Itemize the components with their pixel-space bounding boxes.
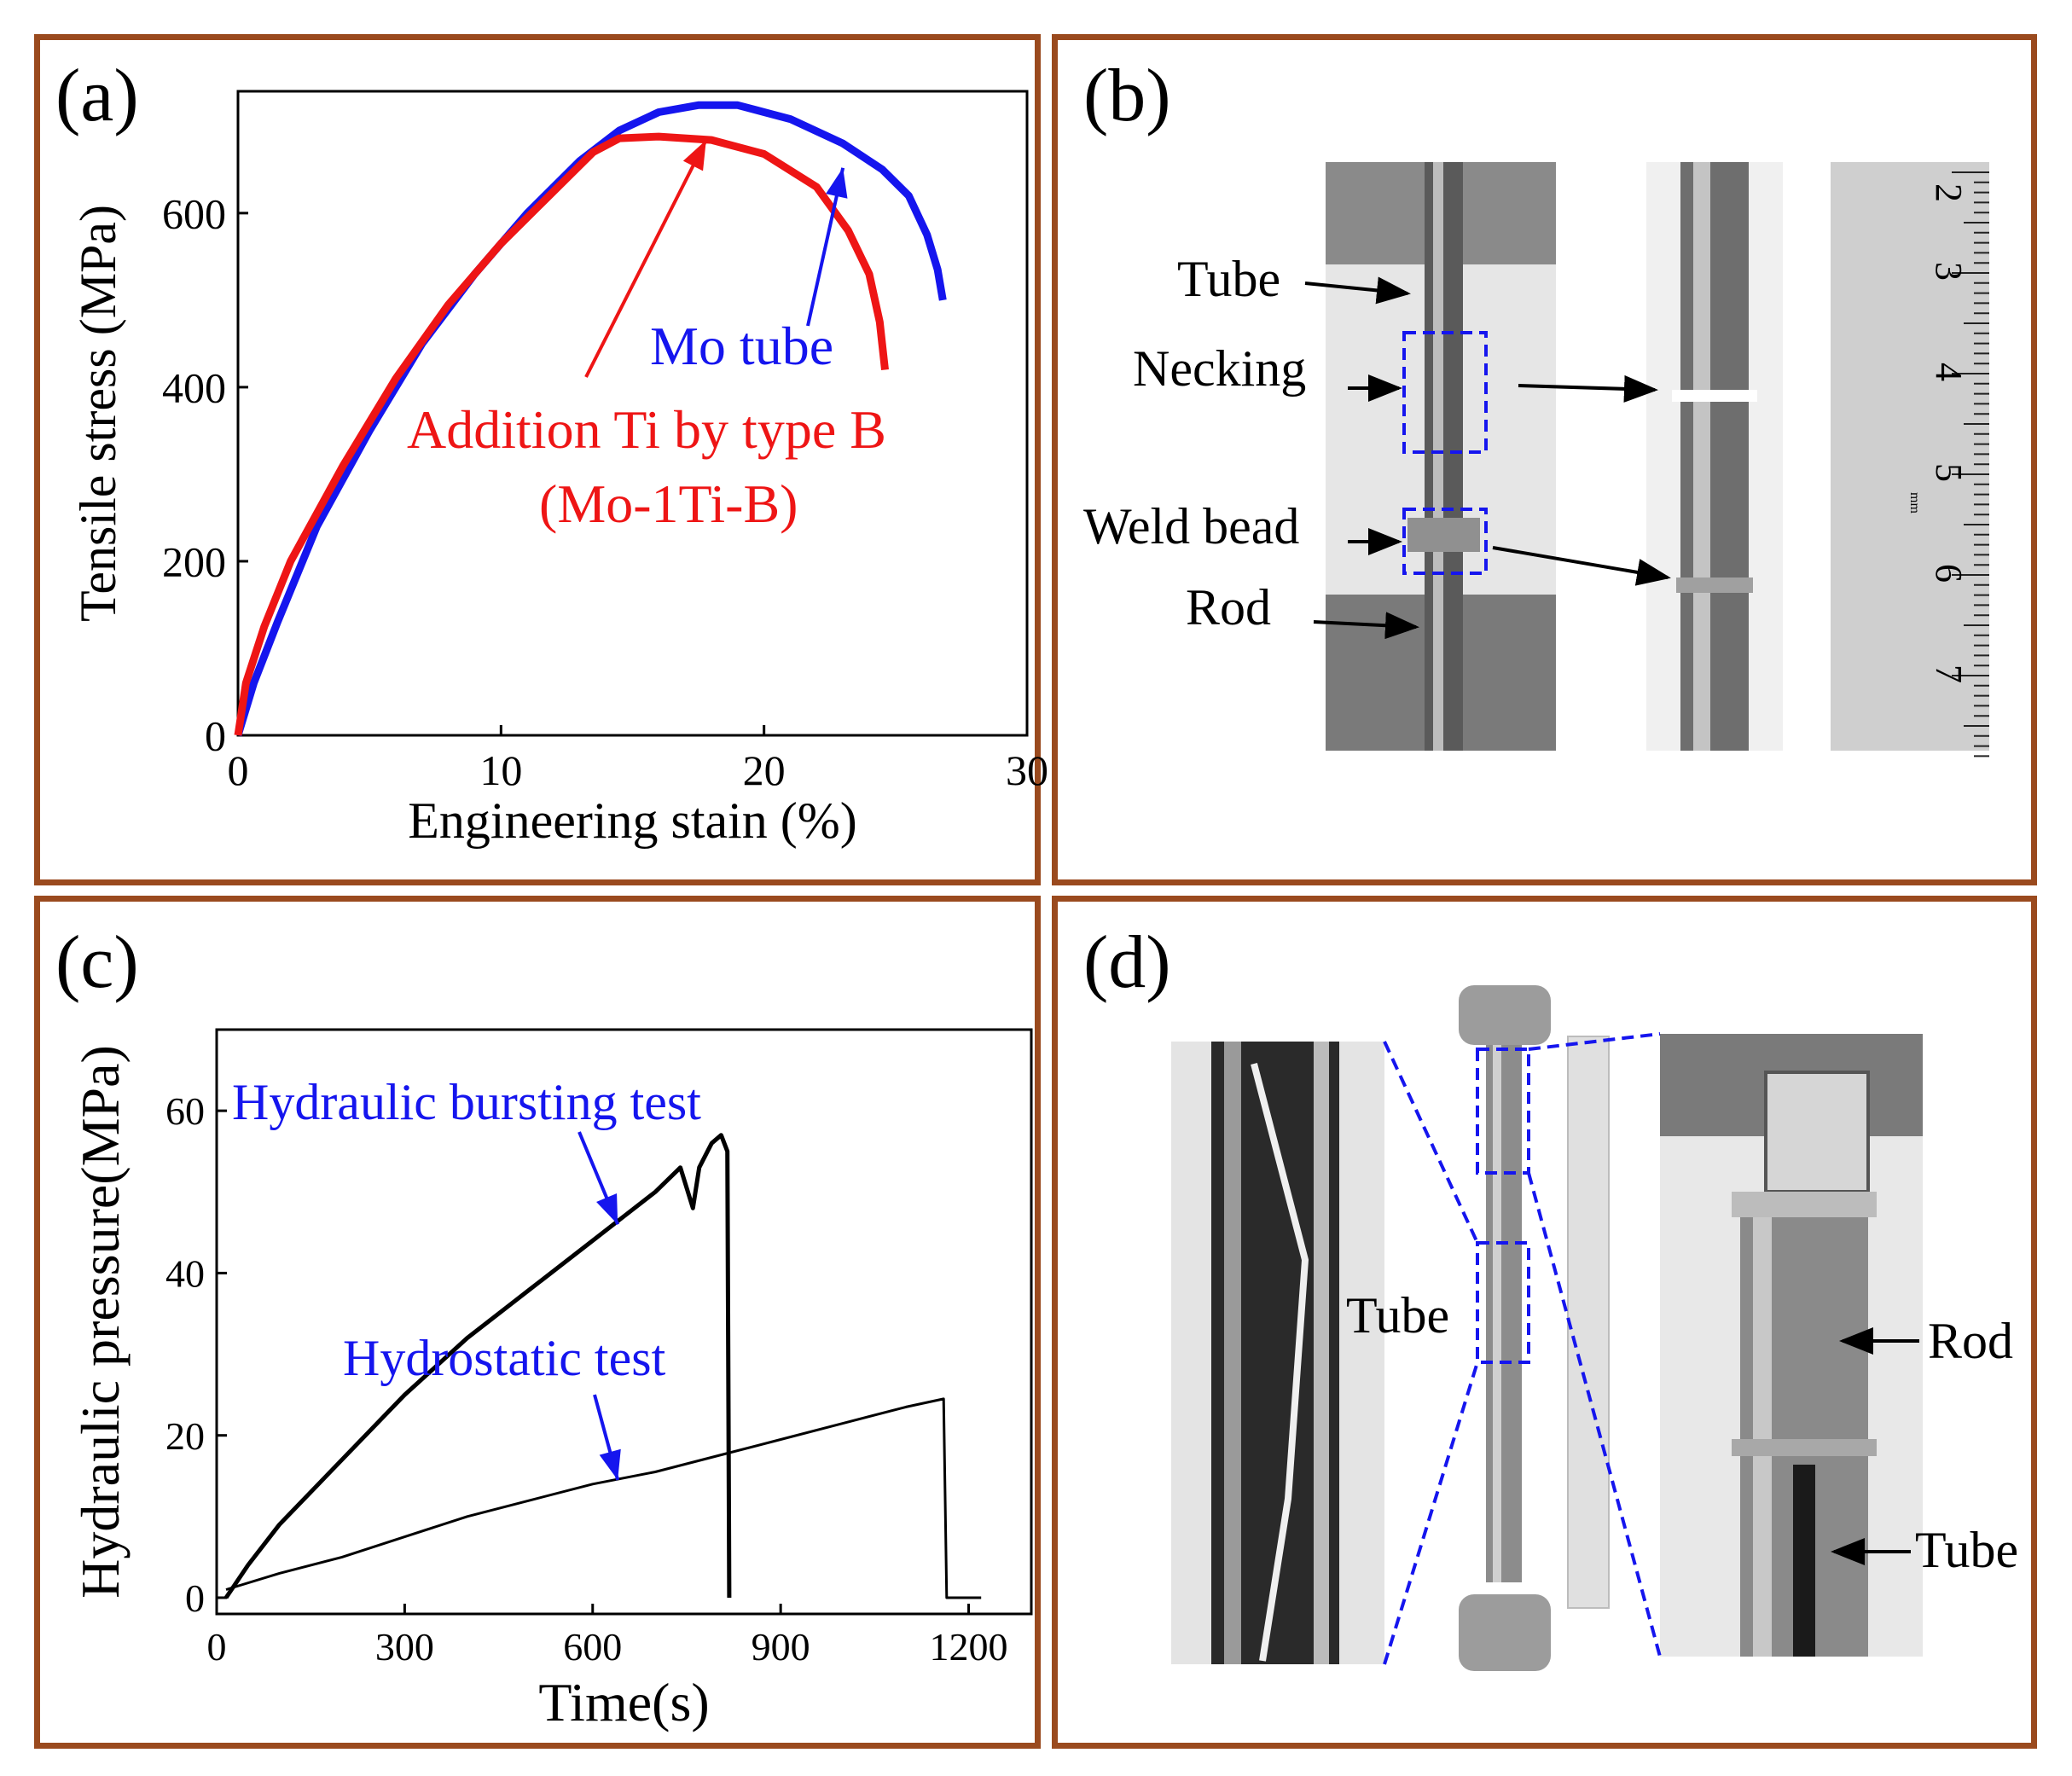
- y-axis-label: Tensile stress (MPa): [70, 205, 126, 622]
- panel-c-label: (c): [55, 921, 139, 1004]
- x-tick-label-1: 10: [479, 746, 522, 794]
- x-tick-label-1: 300: [375, 1625, 434, 1669]
- y-tick-label-3: 60: [165, 1089, 205, 1133]
- y-tick-label-1: 20: [165, 1414, 205, 1458]
- annotation-mo-1ti-b: (Mo-1Ti-B): [539, 473, 798, 534]
- label-tube: Tube: [1177, 251, 1280, 307]
- arrow-tube: [1304, 276, 1411, 305]
- label-tube-left: Tube: [1346, 1287, 1449, 1344]
- middle-box: [1476, 1241, 1530, 1364]
- plot-frame: [236, 90, 1029, 737]
- x-tick-label-2: 20: [743, 746, 786, 794]
- arrow-mo-1ti-b-shaft: [584, 139, 708, 378]
- y-tick-label-0: 0: [185, 1576, 205, 1620]
- x-tick-label-3: 900: [752, 1625, 810, 1669]
- zoom-line-left-bottom: [1383, 1361, 1479, 1665]
- series-line-0: [223, 1133, 732, 1599]
- annotation-mo-tube: Mo tube: [650, 316, 833, 376]
- x-tick-label-0: 0: [228, 746, 249, 794]
- plot-frame: [215, 1028, 1033, 1616]
- panel-d: (d): [1052, 896, 2037, 1749]
- series-line-1: [234, 132, 889, 736]
- annotation-hydrostatic: Hydrostatic test: [343, 1330, 666, 1386]
- y-tick-label-1: 200: [162, 537, 226, 585]
- x-tick-label-4: 1200: [930, 1625, 1008, 1669]
- zoom-line-right-top: [1528, 1032, 1661, 1051]
- series-line-1: [225, 1397, 982, 1599]
- label-necking: Necking: [1133, 340, 1306, 397]
- panel-b-label: (b): [1083, 55, 1171, 137]
- top-box: [1476, 1048, 1530, 1175]
- specimen-photo: [1326, 162, 1556, 751]
- ruler-unit: mm: [1907, 492, 1922, 514]
- annotation-bursting: Hydraulic bursting test: [232, 1074, 701, 1130]
- label-rod: Rod: [1928, 1313, 2013, 1369]
- ruler-number-2: 2: [1928, 183, 1970, 202]
- label-rod: Rod: [1186, 579, 1271, 636]
- arrow-bursting-head: [596, 1193, 618, 1225]
- fracture-photo: [1646, 162, 1783, 751]
- y-axis-label: Hydraulic pressure(MPa): [70, 1045, 131, 1599]
- label-tube-right: Tube: [1915, 1522, 2018, 1578]
- tube-crack-photo: [1171, 1042, 1384, 1664]
- photo-d: Tube Rod Tube: [1171, 985, 2018, 1671]
- panel-a-label: (a): [55, 55, 139, 137]
- arrow-hydrostatic-head: [599, 1448, 621, 1481]
- rod-tube-photo: [1660, 1034, 1923, 1657]
- panel-b: (b) 2 3 4 5 mm: [1052, 34, 2037, 885]
- arrow-rod: [1313, 612, 1419, 640]
- ruler-number-7: 7: [1928, 665, 1970, 683]
- arrow-mo-1ti-b-head: [682, 140, 706, 171]
- annotation-addition-ti: Addition Ti by type B: [407, 399, 886, 460]
- arrow-mo-tube-head: [826, 167, 848, 199]
- necking-box: [1402, 331, 1488, 454]
- panel-d-label: (d): [1083, 921, 1171, 1004]
- ruler-number-6: 6: [1928, 564, 1970, 583]
- zoom-line-right-bottom: [1527, 1172, 1662, 1657]
- y-tick-label-0: 0: [205, 712, 226, 760]
- x-axis-label: Engineering stain (%): [408, 792, 857, 849]
- x-tick-label-3: 30: [1006, 746, 1048, 794]
- arrow-necking-zoom: [1518, 374, 1658, 403]
- series-line-0: [234, 101, 947, 737]
- weld-box: [1402, 508, 1488, 575]
- ruler-photo: 2 3 4 5 mm 6 7: [1831, 162, 1989, 757]
- y-tick-label-3: 600: [162, 189, 226, 237]
- x-axis-label: Time(s): [538, 1672, 709, 1732]
- full-specimen-photo: [1459, 985, 1610, 1671]
- ruler-number-4: 4: [1928, 363, 1970, 381]
- y-tick-label-2: 400: [162, 363, 226, 411]
- x-tick-label-0: 0: [207, 1625, 227, 1669]
- label-weld: Weld bead: [1083, 498, 1299, 554]
- ruler-number-3: 3: [1928, 262, 1970, 281]
- x-tick-label-2: 600: [563, 1625, 622, 1669]
- arrow-weld-zoom: [1492, 546, 1671, 586]
- zoom-line-left-top: [1383, 1041, 1479, 1244]
- ruler-number-5: 5: [1928, 463, 1970, 482]
- y-tick-label-2: 40: [165, 1252, 205, 1296]
- photo-b: 2 3 4 5 mm 6 7 Tube Necking Weld bead Ro…: [1083, 162, 1989, 757]
